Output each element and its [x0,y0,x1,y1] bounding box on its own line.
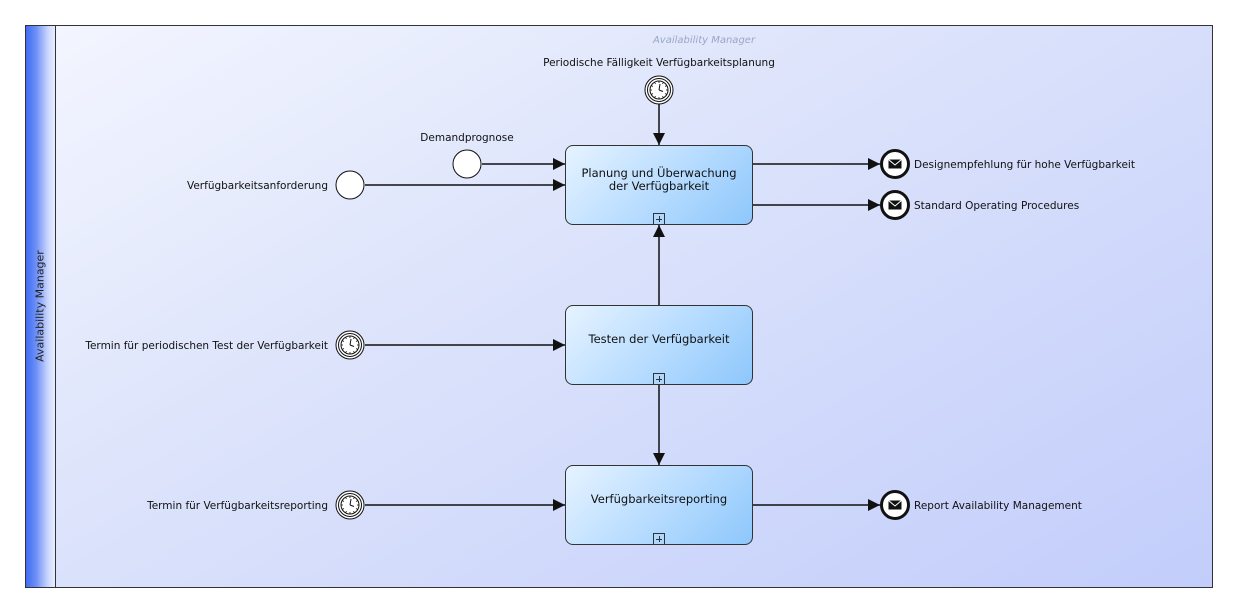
pool-title: Availability Manager [652,35,756,46]
envelope-icon [888,200,902,210]
event-label-report: Report Availability Management [914,500,1082,512]
timer-start-event-periodic-due [644,75,674,105]
event-label-design-recommendation: Designempfehlung für hohe Verfügbarkeit [914,159,1135,171]
event-label-availability-request: Verfügbarkeitsanforderung [186,180,328,192]
task-planning[interactable]: Planung und Überwachung der Verfügbarkei… [565,145,753,225]
timer-start-event-reporting-date [335,490,365,520]
task-testing-label: Testen der Verfügbarkeit [588,332,730,347]
message-end-event-design-recommendation [880,149,910,179]
subprocess-expand-icon[interactable] [653,213,665,225]
timer-start-event-periodic-test [335,330,365,360]
clock-icon [649,80,669,100]
event-label-sop: Standard Operating Procedures [914,200,1080,212]
start-event-availability-request [335,170,365,200]
subprocess-expand-icon[interactable] [653,533,665,545]
event-label-periodic-test: Termin für periodischen Test der Verfügb… [85,340,328,352]
envelope-icon [888,500,902,510]
task-reporting-label: Verfügbarkeitsreporting [590,492,728,507]
message-end-event-sop [880,190,910,220]
event-label-periodic-due: Periodische Fälligkeit Verfügbarkeitspla… [543,57,775,69]
lane-header [25,25,56,588]
clock-icon [340,495,360,515]
message-end-event-report [880,490,910,520]
envelope-icon [888,159,902,169]
start-event-demand-forecast [452,149,482,179]
task-testing[interactable]: Testen der Verfügbarkeit [565,305,753,385]
task-reporting[interactable]: Verfügbarkeitsreporting [565,465,753,545]
clock-icon [340,335,360,355]
event-label-demand-forecast: Demandprognose [420,132,514,144]
event-label-reporting-date: Termin für Verfügbarkeitsreporting [147,500,328,512]
task-planning-label: Planung und Überwachung der Verfügbarkei… [581,165,737,193]
subprocess-expand-icon[interactable] [653,373,665,385]
